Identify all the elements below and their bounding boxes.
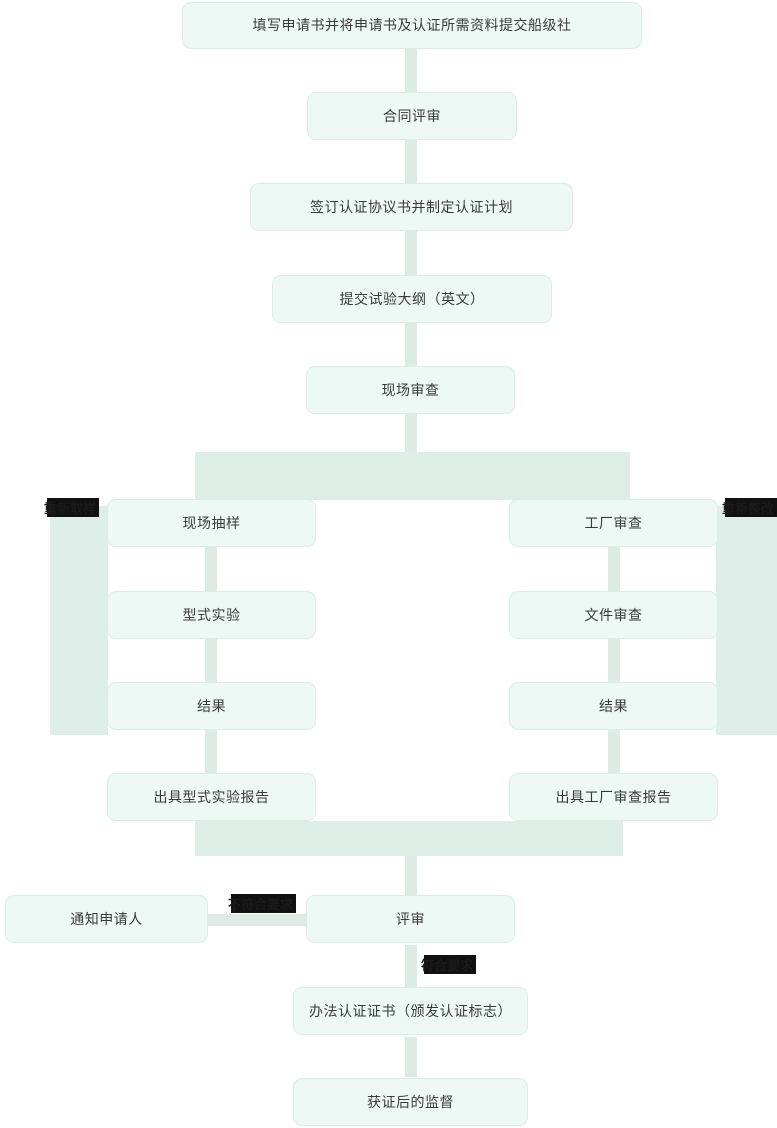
edge-label-conform-ghost: 符合要求 — [424, 955, 477, 974]
edge-label-resample: 重新取样 重新取样 — [44, 498, 100, 517]
edge-label-not-conform: 不符合要求 不符合要求 — [228, 894, 297, 913]
connector-agreement-to-outline — [405, 231, 417, 275]
connector-merge-to-review — [405, 855, 417, 895]
node-sign-agreement[interactable]: 签订认证协议书并制定认证计划 — [250, 183, 573, 231]
connector-result-to-auditreport — [608, 730, 620, 773]
connector-contract-to-agreement — [405, 139, 417, 183]
node-final-review[interactable]: 评审 — [306, 895, 515, 943]
node-factory-audit[interactable]: 工厂审查 — [509, 499, 718, 547]
connector-review-to-certificate — [405, 945, 417, 987]
edge-label-rectify-ghost: 重新整改 — [725, 498, 777, 517]
merge-bar-bottom — [195, 821, 623, 856]
edge-label-resample-ghost: 重新取样 — [47, 498, 100, 517]
connector-review-to-notify — [200, 914, 312, 926]
node-apply[interactable]: 填写申请书并将申请书及认证所需资料提交船级社 — [182, 2, 642, 49]
node-onsite-review[interactable]: 现场审查 — [306, 366, 515, 414]
connector-result-to-testreport — [205, 730, 217, 773]
node-result-left[interactable]: 结果 — [107, 682, 316, 730]
connector-docaudit-to-result — [608, 639, 620, 682]
node-type-test-report[interactable]: 出具型式实验报告 — [107, 773, 316, 821]
connector-outline-to-onsite — [405, 323, 417, 366]
node-issue-certificate[interactable]: 办法认证证书（颁发认证标志） — [293, 987, 528, 1035]
node-factory-audit-report[interactable]: 出具工厂审查报告 — [509, 773, 718, 821]
edge-label-conform-text: 符合要求 — [421, 958, 474, 973]
edge-label-not-conform-text: 不符合要求 — [228, 897, 294, 912]
connector-onsite-to-split — [405, 413, 417, 453]
connector-certificate-to-supervision — [405, 1037, 417, 1077]
node-onsite-sampling[interactable]: 现场抽样 — [107, 499, 316, 547]
loopback-bar-resample — [50, 506, 108, 735]
loopback-bar-rectify — [716, 506, 777, 735]
connector-apply-to-contract — [405, 48, 417, 93]
node-document-audit[interactable]: 文件审查 — [509, 591, 718, 639]
edge-label-rectify-text: 重新整改 — [722, 501, 775, 516]
connector-sampling-to-typetest — [205, 547, 217, 591]
split-bar-top — [195, 452, 630, 500]
edge-label-conform: 符合要求 符合要求 — [421, 955, 477, 974]
edge-label-rectify: 重新整改 重新整改 — [722, 498, 777, 517]
edge-label-not-conform-ghost: 不符合要求 — [231, 894, 297, 913]
node-notify-applicant[interactable]: 通知申请人 — [5, 895, 208, 943]
node-type-test[interactable]: 型式实验 — [107, 591, 316, 639]
node-contract-review[interactable]: 合同评审 — [307, 92, 517, 140]
connector-factoryaudit-to-docaudit — [608, 547, 620, 591]
edge-label-resample-text: 重新取样 — [44, 501, 97, 516]
node-result-right[interactable]: 结果 — [509, 682, 718, 730]
node-post-supervision[interactable]: 获证后的监督 — [293, 1078, 528, 1126]
connector-typetest-to-result — [205, 639, 217, 682]
node-submit-outline[interactable]: 提交试验大纲（英文） — [272, 275, 552, 323]
